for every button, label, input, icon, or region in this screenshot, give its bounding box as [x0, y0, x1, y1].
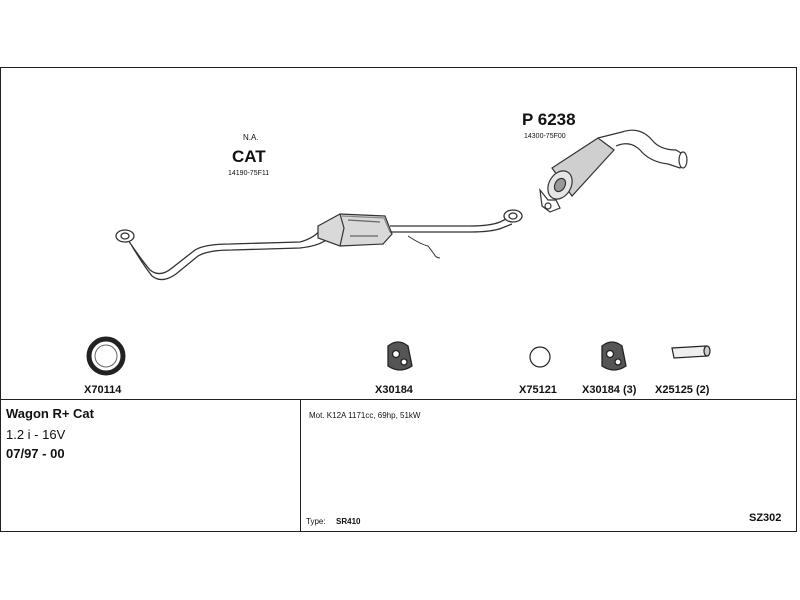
type-value: SR410	[336, 517, 361, 526]
sleeve-pin-icon	[671, 345, 711, 359]
column-divider	[300, 400, 301, 532]
rear-silencer	[539, 129, 688, 213]
rubber-hanger-icon-2	[601, 341, 627, 371]
cat-prefix: N.A.	[243, 133, 259, 142]
front-pipe	[115, 227, 327, 281]
accessory-code: X30184	[375, 384, 413, 396]
cat-oem-number: 14190-75F11	[228, 170, 270, 177]
system-code: SZ302	[749, 512, 782, 524]
intermediate-pipe	[390, 209, 523, 259]
accessory-code: X30184 (3)	[582, 384, 637, 396]
cat-label: CAT	[232, 147, 266, 166]
motor-spec: Mot. K12A 1171cc, 69hp, 51kW	[309, 411, 421, 420]
gasket-ring-icon	[86, 336, 126, 376]
vehicle-model: Wagon R+ Cat	[6, 406, 94, 421]
vehicle-years: 07/97 - 00	[6, 446, 65, 461]
rear-part-code: P 6238	[522, 110, 576, 129]
accessory-code: X25125 (2)	[655, 384, 710, 396]
o-ring-icon	[529, 346, 551, 368]
type-label: Type:	[306, 517, 326, 526]
rear-oem-number: 14300-75F00	[524, 133, 566, 140]
vehicle-engine: 1.2 i - 16V	[6, 427, 66, 442]
section-divider	[1, 399, 796, 400]
catalytic-converter	[317, 213, 393, 247]
diagram-frame	[0, 67, 797, 532]
accessory-code: X75121	[519, 384, 557, 396]
accessory-code: X70114	[84, 384, 122, 396]
rubber-hanger-icon	[387, 341, 413, 371]
